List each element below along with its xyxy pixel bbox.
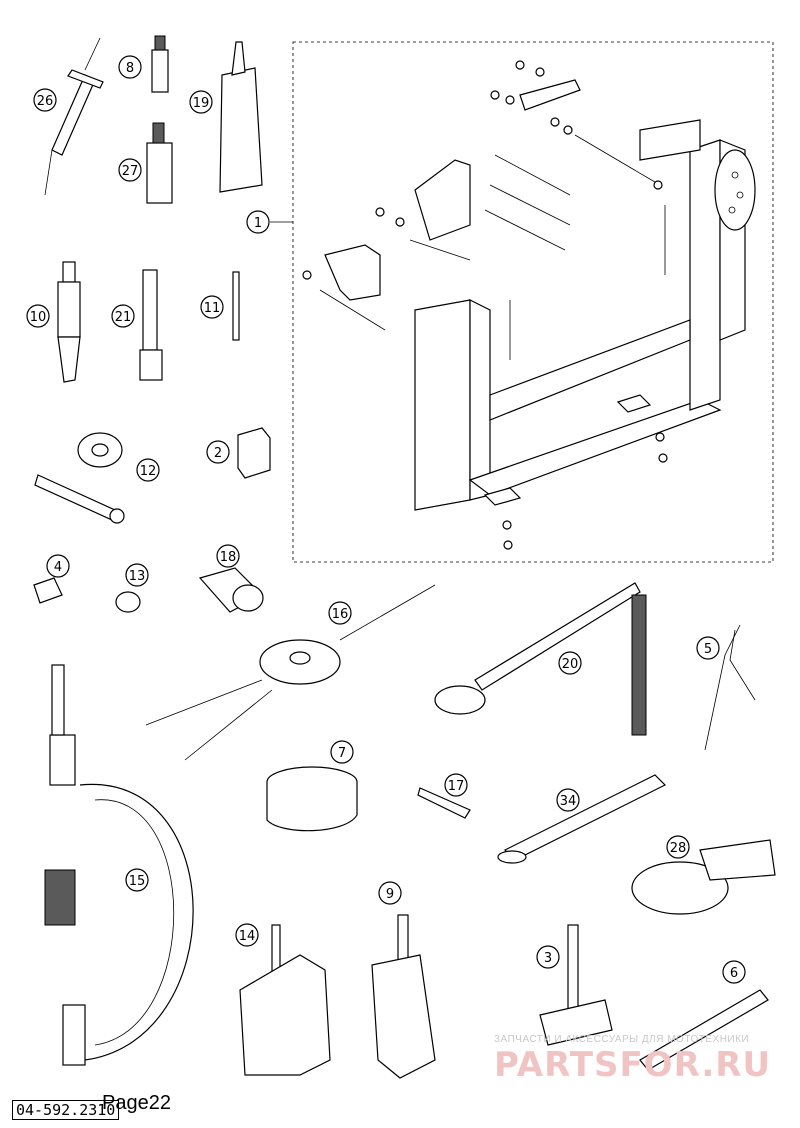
callout-label-20: 20 bbox=[562, 657, 579, 672]
callout-label-34: 34 bbox=[560, 794, 577, 809]
callout-8: 8 bbox=[118, 55, 142, 79]
valve-spring-compressor-15-drawing bbox=[44, 664, 194, 1066]
callout-34: 34 bbox=[556, 788, 580, 812]
callout-5: 5 bbox=[696, 636, 720, 660]
callout-label-11: 11 bbox=[204, 301, 221, 316]
callout-3: 3 bbox=[536, 945, 560, 969]
callout-label-13: 13 bbox=[129, 569, 146, 584]
callout-label-10: 10 bbox=[30, 310, 47, 325]
callout-label-9: 9 bbox=[386, 887, 394, 902]
bolt-washer-12-drawing bbox=[34, 432, 125, 524]
callout-2: 2 bbox=[206, 440, 230, 464]
callout-11: 11 bbox=[200, 295, 224, 319]
callout-13: 13 bbox=[125, 563, 149, 587]
sealant-tube-drawing bbox=[219, 41, 263, 193]
callout-label-26: 26 bbox=[37, 94, 54, 109]
bolt-17-drawing bbox=[417, 787, 471, 819]
callout-label-7: 7 bbox=[338, 746, 346, 761]
callout-21: 21 bbox=[111, 304, 135, 328]
puller-tool-10-drawing bbox=[57, 261, 81, 383]
puller-14-drawing bbox=[239, 924, 331, 1076]
holding-tool-16-drawing bbox=[145, 584, 436, 761]
callout-9: 9 bbox=[378, 881, 402, 905]
engine-stand-drawing bbox=[302, 60, 756, 550]
callout-label-21: 21 bbox=[115, 310, 132, 325]
callout-label-15: 15 bbox=[129, 874, 146, 889]
callout-15: 15 bbox=[125, 868, 149, 892]
callout-18: 18 bbox=[216, 544, 240, 568]
plate-28-drawing bbox=[631, 839, 776, 915]
callout-10: 10 bbox=[26, 304, 50, 328]
flywheel-puller-3-drawing bbox=[539, 924, 613, 1046]
callout-label-14: 14 bbox=[239, 929, 256, 944]
cap-13-drawing bbox=[115, 591, 141, 613]
drift-tool-21-drawing bbox=[139, 269, 163, 381]
callout-20: 20 bbox=[558, 651, 582, 675]
callout-label-8: 8 bbox=[126, 61, 134, 76]
callout-label-2: 2 bbox=[214, 446, 222, 461]
watermark-caption: ЗАПЧАСТИ И АКСЕССУАРЫ ДЛЯ МОТОТЕХНИКИ bbox=[494, 1034, 750, 1045]
callout-label-17: 17 bbox=[448, 779, 465, 794]
syringe-drawing bbox=[44, 37, 104, 196]
chain-holder-20-drawing bbox=[434, 582, 647, 736]
callout-6: 6 bbox=[722, 960, 746, 984]
puller-9-drawing bbox=[371, 914, 436, 1079]
bracket-2-drawing bbox=[237, 427, 271, 479]
bottle-drawing bbox=[146, 122, 173, 204]
callout-label-16: 16 bbox=[332, 607, 349, 622]
callout-label-28: 28 bbox=[670, 841, 687, 856]
engine-stand-group-box bbox=[292, 41, 774, 563]
callout-4: 4 bbox=[46, 554, 70, 578]
threadlock-tube-drawing bbox=[151, 35, 169, 93]
callout-7: 7 bbox=[330, 740, 354, 764]
callout-label-18: 18 bbox=[220, 550, 237, 565]
callout-12: 12 bbox=[136, 458, 160, 482]
pin-spanner-34-drawing bbox=[497, 774, 667, 864]
callout-28: 28 bbox=[666, 835, 690, 859]
callout-1: 1 bbox=[246, 210, 270, 234]
callout-label-19: 19 bbox=[193, 96, 210, 111]
socket-18-drawing bbox=[198, 567, 264, 613]
callout-label-5: 5 bbox=[704, 642, 712, 657]
piston-ring-compressor-7-drawing bbox=[266, 766, 358, 832]
callout-27: 27 bbox=[118, 158, 142, 182]
callout-label-12: 12 bbox=[140, 464, 157, 479]
part-code: 04-592.2310 bbox=[12, 1100, 120, 1120]
holder-6-drawing bbox=[639, 989, 769, 1071]
pin-tool-11-drawing bbox=[232, 271, 240, 341]
callout-label-6: 6 bbox=[730, 966, 738, 981]
callout-19: 19 bbox=[189, 90, 213, 114]
callout-17: 17 bbox=[444, 773, 468, 797]
callout-label-3: 3 bbox=[544, 951, 552, 966]
callout-26: 26 bbox=[33, 88, 57, 112]
circlip-pliers-5-drawing bbox=[704, 624, 756, 751]
page-label: Page22 bbox=[102, 1092, 171, 1114]
callout-16: 16 bbox=[328, 601, 352, 625]
sleeve-4-drawing bbox=[33, 577, 63, 604]
watermark-brand: PARTSFOR.RU bbox=[494, 1045, 772, 1085]
callout-label-1: 1 bbox=[254, 216, 262, 231]
callout-label-27: 27 bbox=[122, 164, 139, 179]
callout-14: 14 bbox=[235, 923, 259, 947]
callout-label-4: 4 bbox=[54, 560, 62, 575]
